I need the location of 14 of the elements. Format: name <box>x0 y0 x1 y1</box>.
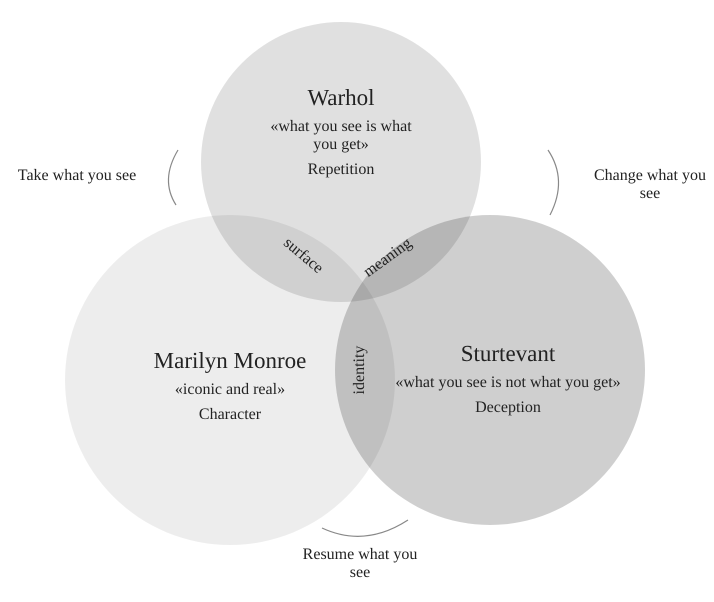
keyword-text: Character <box>198 405 262 425</box>
quote-text: «iconic and real» <box>174 381 286 399</box>
quote-text: «what you see is not what you get» <box>395 374 621 392</box>
overlap-label: identity <box>351 344 369 396</box>
circle-title: Sturtevant <box>460 340 556 368</box>
keyword-text: Deception <box>475 398 541 418</box>
quote-text: «what you see is what you get» <box>269 118 413 154</box>
keyword-text: Repetition <box>308 160 374 180</box>
side-caption: Change what you see <box>593 167 707 203</box>
venn-circle <box>335 215 645 525</box>
side-caption: Take what you see <box>16 167 138 185</box>
circle-title: Warhol <box>307 84 375 112</box>
side-caption: Resume what you see <box>302 546 418 582</box>
circle-title: Marilyn Monroe <box>154 347 306 375</box>
